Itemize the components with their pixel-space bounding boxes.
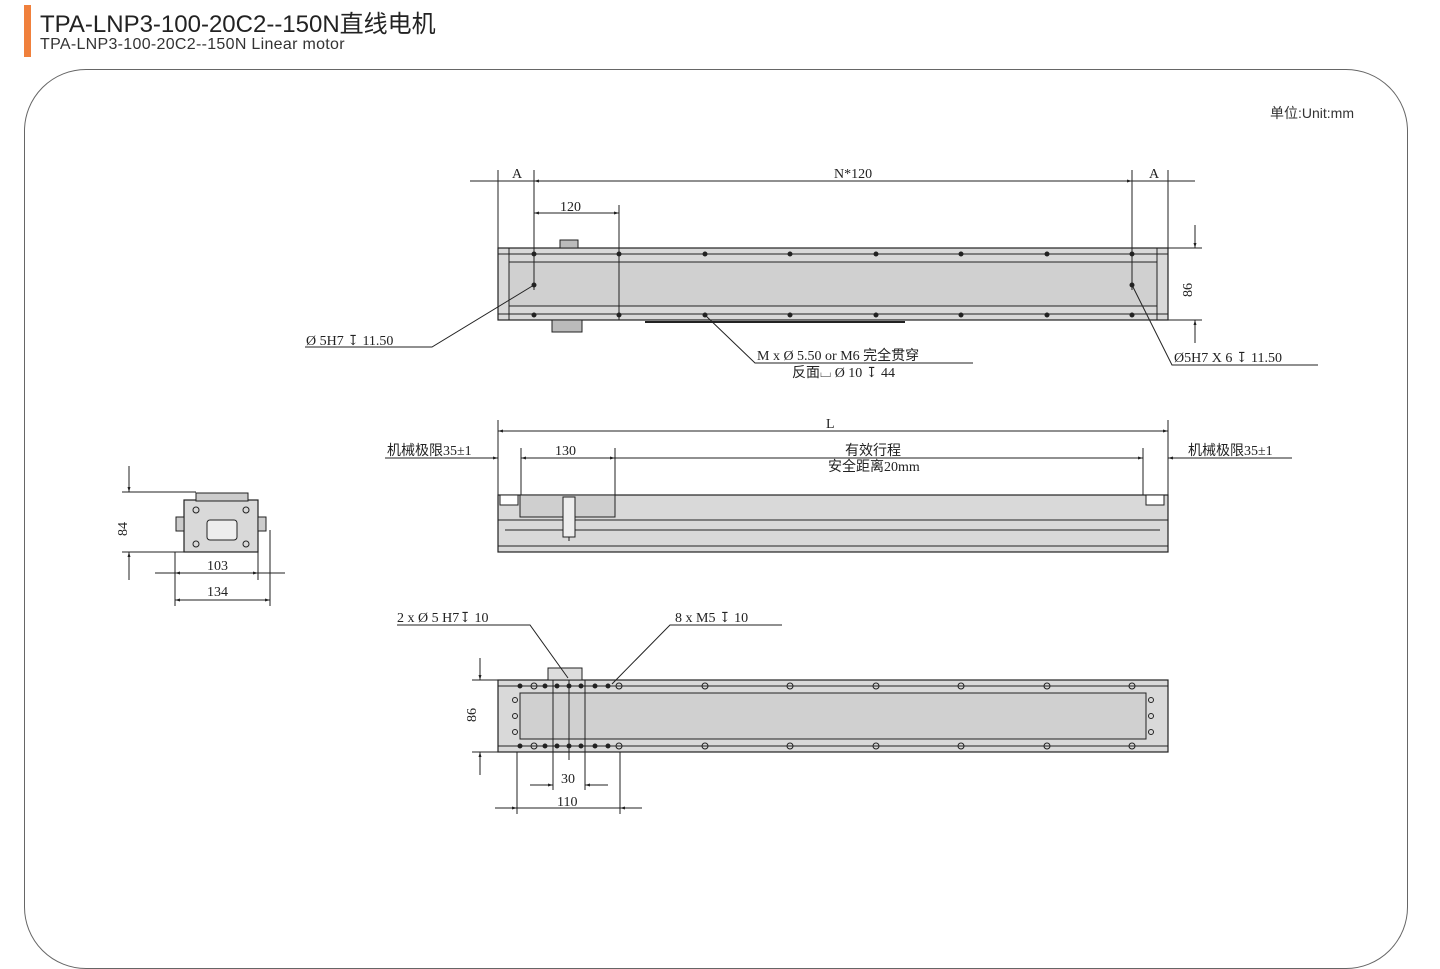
hole xyxy=(701,742,709,750)
note-left-top: Ø 5H7 ↧ 11.50 xyxy=(306,334,393,349)
dim-110: 110 xyxy=(557,795,577,810)
unit-label: 单位:Unit:mm xyxy=(1270,105,1354,121)
hole xyxy=(517,683,523,689)
hole xyxy=(1043,682,1051,690)
hole xyxy=(1044,312,1050,318)
note-left-bottom: 2 x Ø 5 H7↧ 10 xyxy=(397,611,488,626)
hole xyxy=(592,683,598,689)
dim-103: 103 xyxy=(207,559,228,574)
note-right-top: Ø5H7 X 6 ↧ 11.50 xyxy=(1174,351,1282,366)
hole xyxy=(592,743,598,749)
hole xyxy=(530,682,538,690)
page-title: TPA-LNP3-100-20C2--150N直线电机 xyxy=(40,11,436,38)
hole xyxy=(542,683,548,689)
hole xyxy=(512,713,518,719)
hole xyxy=(1128,682,1136,690)
top-view: A N*120 A 120 86 Ø 5H7 ↧ 11.50 M x Ø 5.5… xyxy=(305,167,1318,381)
hole xyxy=(786,742,794,750)
note-mid-1: M x Ø 5.50 or M6 完全贯穿 xyxy=(757,347,919,364)
hole xyxy=(872,742,880,750)
bottom-view: 30 110 86 2 x Ø 5 H7↧ 10 8 x M5 ↧ 10 xyxy=(397,611,1169,814)
stroke-label: 有效行程 xyxy=(845,443,901,459)
hole xyxy=(702,251,708,257)
hole xyxy=(512,697,518,703)
hole xyxy=(554,683,560,689)
hole xyxy=(1148,729,1154,735)
hole xyxy=(615,742,623,750)
hole xyxy=(701,682,709,690)
accent-bar xyxy=(24,5,31,57)
dim-n120: N*120 xyxy=(834,167,872,182)
limit-right: 机械极限35±1 xyxy=(1188,443,1273,459)
hole xyxy=(1148,713,1154,719)
hole xyxy=(1128,742,1136,750)
hole xyxy=(1129,312,1135,318)
hole xyxy=(605,743,611,749)
dim-134: 134 xyxy=(207,585,228,600)
hole xyxy=(1043,742,1051,750)
safety-label: 安全距离20mm xyxy=(828,458,920,475)
hole xyxy=(958,312,964,318)
hole xyxy=(957,682,965,690)
dim-130: 130 xyxy=(555,444,576,459)
hole xyxy=(554,743,560,749)
side-view: 84 103 134 xyxy=(116,466,285,606)
dim-84: 84 xyxy=(116,522,131,536)
hole xyxy=(542,743,548,749)
hole xyxy=(605,683,611,689)
hole xyxy=(615,682,623,690)
dim-l: L xyxy=(826,417,835,432)
note-mid-2: 反面⌴ Ø 10 ↧ 44 xyxy=(792,365,895,381)
hole xyxy=(873,251,879,257)
bottom-view-holes xyxy=(512,682,1154,750)
dim-120: 120 xyxy=(560,200,581,215)
hole xyxy=(872,682,880,690)
hole xyxy=(531,312,537,318)
hole xyxy=(578,683,584,689)
hole xyxy=(1044,251,1050,257)
hole xyxy=(958,251,964,257)
dim-a-left: A xyxy=(512,167,523,182)
hole xyxy=(1148,697,1154,703)
dim-30: 30 xyxy=(561,772,575,787)
hole xyxy=(786,682,794,690)
hole xyxy=(957,742,965,750)
dim-86-bottom: 86 xyxy=(465,708,480,722)
hole xyxy=(530,742,538,750)
limit-left: 机械极限35±1 xyxy=(387,443,472,459)
hole xyxy=(578,743,584,749)
technical-drawing: A N*120 A 120 86 Ø 5H7 ↧ 11.50 M x Ø 5.5… xyxy=(116,167,1318,814)
hole xyxy=(517,743,523,749)
front-view: L 机械极限35±1 机械极限35±1 130 有效行程 安全距离20mm xyxy=(385,417,1292,553)
dim-86-top: 86 xyxy=(1181,283,1196,297)
hole xyxy=(787,312,793,318)
hole xyxy=(873,312,879,318)
note-right-bottom: 8 x M5 ↧ 10 xyxy=(675,611,748,626)
dim-a-right: A xyxy=(1149,167,1160,182)
hole xyxy=(512,729,518,735)
hole xyxy=(787,251,793,257)
page-subtitle: TPA-LNP3-100-20C2--150N Linear motor xyxy=(40,36,345,53)
